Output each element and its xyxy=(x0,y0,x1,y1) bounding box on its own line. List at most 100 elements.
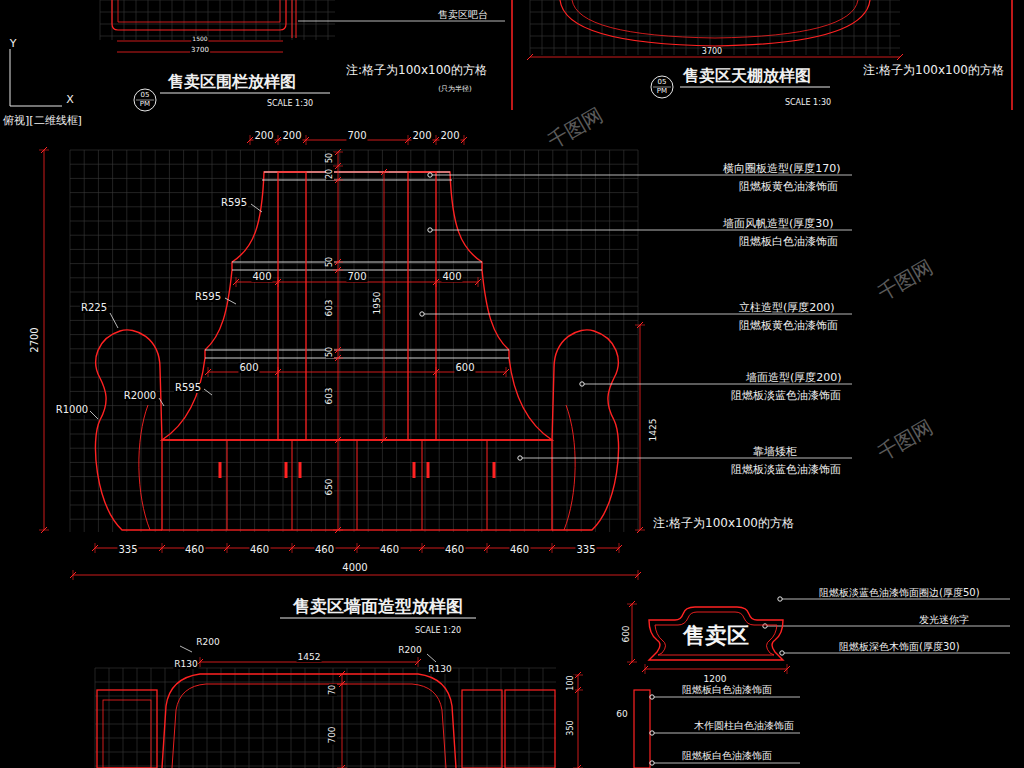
grid-line xyxy=(674,0,675,55)
grid-line xyxy=(155,150,156,532)
annotation-text: 50 xyxy=(326,256,334,268)
label: 阻燃板淡蓝色油漆饰面 xyxy=(730,386,842,402)
grid-line xyxy=(325,150,326,532)
grid-line xyxy=(794,0,795,55)
label: 4000 xyxy=(341,558,368,574)
sign-board: 售卖区 xyxy=(645,604,787,662)
grid-line xyxy=(524,150,525,532)
annotation-text: 60 xyxy=(615,710,628,719)
sign-border xyxy=(649,607,783,660)
grid-line xyxy=(361,668,362,768)
extension-line xyxy=(333,262,343,263)
annotation-text: 阻燃板深色木饰面(厚度30) xyxy=(838,642,961,652)
annotation-text: R2000 xyxy=(123,391,157,401)
extension-line xyxy=(418,657,419,667)
extension-line xyxy=(278,367,279,377)
column xyxy=(408,172,436,440)
dimension-line xyxy=(645,669,787,670)
label: 600 xyxy=(454,358,475,374)
label: 700 xyxy=(346,126,367,142)
grid-line xyxy=(235,668,236,768)
grid-line xyxy=(100,24,335,25)
grid-line xyxy=(686,0,687,55)
grid-line xyxy=(70,476,638,477)
low-cabinet xyxy=(162,440,552,530)
grid-line xyxy=(473,668,474,768)
grid-line xyxy=(529,668,530,768)
grid-line xyxy=(581,150,582,532)
grid-line xyxy=(109,668,110,768)
horizontal-band xyxy=(232,262,482,263)
label: 350 xyxy=(560,719,576,736)
grid-line xyxy=(70,206,638,207)
annotation-text: 460 xyxy=(444,545,465,555)
label: R595 xyxy=(194,287,222,303)
outline xyxy=(118,0,280,22)
extension-line xyxy=(487,543,488,553)
label: R225 xyxy=(80,298,108,314)
annotation-text: 阻燃板淡蓝色油漆饰面 xyxy=(730,464,842,475)
cabinet-door-line xyxy=(357,440,358,530)
grid-line xyxy=(208,0,209,40)
leader-dot xyxy=(580,382,584,386)
label: 阻燃板深色木饰面(厚度30) xyxy=(838,637,961,653)
grid-line xyxy=(614,0,615,55)
grid-line xyxy=(626,0,627,55)
grid-line xyxy=(431,668,432,768)
leader-dot xyxy=(428,173,432,177)
grid-line xyxy=(866,0,867,55)
sign-inner-border xyxy=(655,612,777,655)
outline xyxy=(564,405,575,530)
grid-line xyxy=(244,0,245,40)
annotation-text: SCALE 1:30 xyxy=(784,99,832,107)
label: 发光迷你字 xyxy=(918,610,970,626)
view-title: 售卖区围栏放样图 xyxy=(167,74,297,90)
extension-line xyxy=(464,135,465,145)
extension-line xyxy=(619,543,620,553)
extension-line xyxy=(436,135,437,145)
grid-line xyxy=(487,668,488,768)
label: 售卖区墙面造型放样图 xyxy=(292,598,464,615)
grid-line xyxy=(567,150,568,532)
label: R2000 xyxy=(123,386,157,402)
extension-line xyxy=(333,358,343,359)
drawing-line xyxy=(292,0,293,38)
grid-line xyxy=(602,0,603,55)
grid-line xyxy=(515,668,516,768)
label: SCALE 1:30 xyxy=(784,92,832,108)
annotation-text: R595 xyxy=(194,292,222,302)
label: 阻燃板黄色油漆饰面 xyxy=(738,177,839,193)
leader-line xyxy=(782,599,1010,600)
grid-line xyxy=(890,0,891,55)
drawing-line xyxy=(296,0,297,38)
round-column xyxy=(634,690,650,768)
extension-line xyxy=(337,674,347,675)
grid-line xyxy=(543,668,544,768)
grid-line xyxy=(662,0,663,55)
label: 400 xyxy=(251,267,272,283)
grid-line xyxy=(256,0,257,40)
grid-line xyxy=(141,150,142,532)
wall-shape xyxy=(95,330,162,530)
grid-line xyxy=(95,682,556,683)
grid-line xyxy=(70,306,638,307)
annotation-text: 阻燃板淡蓝色油漆饰面 xyxy=(730,390,842,401)
label: 3700 xyxy=(190,39,210,55)
grid-line xyxy=(305,668,306,768)
label: 墙面风帆造型(厚度30) xyxy=(722,214,835,230)
grid-line xyxy=(268,150,269,532)
grid-line xyxy=(268,0,269,40)
label: 200 xyxy=(281,126,302,142)
extension-line xyxy=(357,543,358,553)
label: 460 xyxy=(444,540,465,556)
bubble-circle xyxy=(651,76,673,98)
leader-line xyxy=(432,175,852,176)
grid-line xyxy=(197,150,198,532)
annotation-text: 603 xyxy=(325,298,334,317)
grid-line xyxy=(389,668,390,768)
label: 2700 xyxy=(25,326,41,353)
dimension-tick xyxy=(897,54,903,60)
label: 603 xyxy=(319,386,335,405)
grid-line xyxy=(542,0,543,55)
grid-line xyxy=(339,150,340,532)
